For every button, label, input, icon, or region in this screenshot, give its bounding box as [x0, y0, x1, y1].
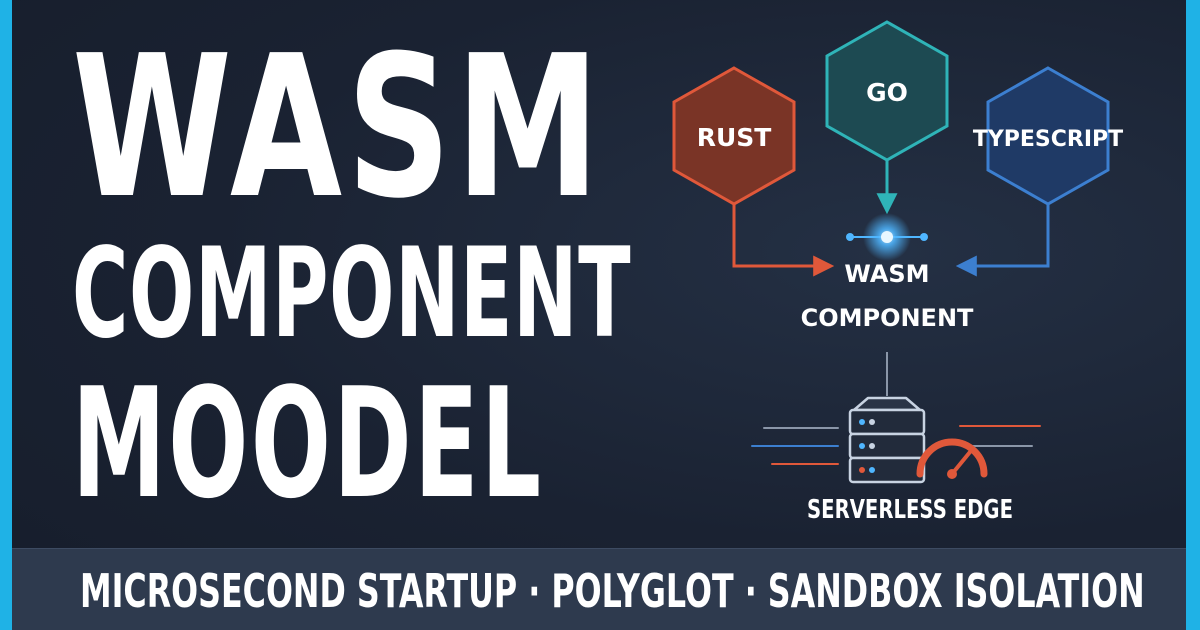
component-label-line1: WASM	[844, 260, 929, 288]
feature-list: MICROSECOND STARTUP · POLYGLOT · SANDBOX…	[80, 564, 1145, 618]
speed-lines	[751, 425, 1041, 465]
component-label-line2: COMPONENT	[801, 304, 974, 332]
canvas: WASM COMPONENT MOODEL	[12, 0, 1186, 630]
edge-label: SERVERLESS EDGE	[807, 495, 1013, 525]
server-icon	[848, 396, 926, 484]
component-core-node	[846, 213, 928, 261]
speed-gauge-icon	[916, 438, 988, 479]
title-line-2: COMPONENT	[72, 222, 632, 366]
typescript-connector	[955, 204, 1050, 277]
hexagon-go: GO	[825, 20, 949, 162]
hexagon-rust: RUST	[672, 66, 796, 206]
architecture-diagram: RUST GO TYPESCRIPT WASM COMPONENT	[672, 20, 1123, 525]
rust-label: RUST	[697, 123, 772, 152]
hexagon-typescript: TYPESCRIPT	[973, 66, 1123, 206]
title-line-3: MOODEL	[72, 355, 544, 532]
rust-connector	[732, 204, 835, 277]
feature-banner: MICROSECOND STARTUP · POLYGLOT · SANDBOX…	[12, 548, 1186, 630]
title-line-1: WASM	[72, 14, 605, 242]
go-label: GO	[866, 78, 908, 107]
typescript-label: TYPESCRIPT	[973, 127, 1123, 152]
